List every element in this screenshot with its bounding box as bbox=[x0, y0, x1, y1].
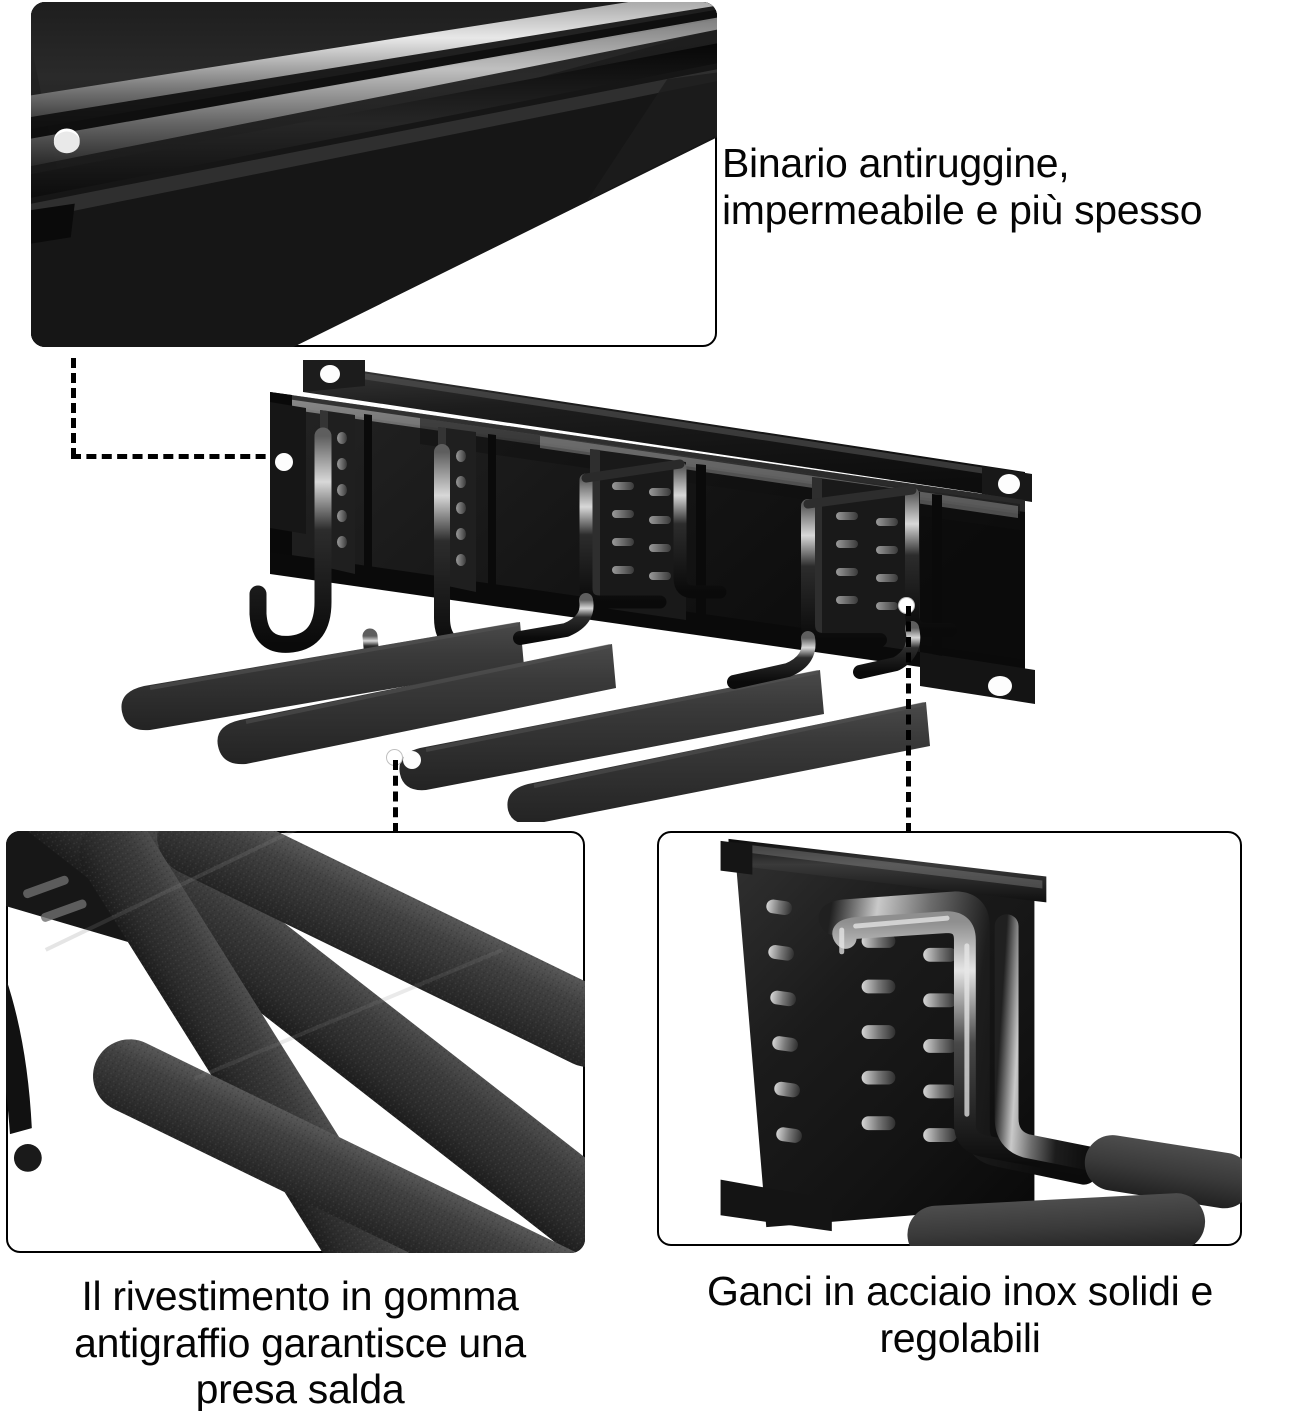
rubber-bar-cross-d bbox=[93, 1039, 585, 1253]
rubber-sleeve-end-upper bbox=[1084, 1135, 1242, 1209]
bracket-perforations-inner bbox=[861, 934, 957, 1143]
elbow-3 bbox=[513, 593, 594, 645]
caption-rail: Binario antiruggine, impermeabile e più … bbox=[722, 140, 1293, 233]
caption-rubber-line-1: Il rivestimento in gomma bbox=[81, 1273, 519, 1319]
hook-closeup-image bbox=[657, 831, 1242, 1246]
elbow-4 bbox=[727, 631, 816, 689]
hook-macro-illustration bbox=[720, 838, 1242, 1246]
rail-closeup-image bbox=[31, 2, 717, 347]
caption-rail-line-2: impermeabile e più spesso bbox=[722, 186, 1203, 233]
product-hero-image bbox=[120, 352, 1050, 822]
rail-macro-illustration bbox=[31, 2, 717, 347]
caption-rail-line-1: Binario antiruggine, bbox=[722, 140, 1070, 186]
tool-rack-illustration bbox=[121, 360, 1035, 822]
rubber-arm-4 bbox=[507, 702, 930, 822]
caption-hook-line-1: Ganci in acciaio inox solidi e bbox=[706, 1268, 1214, 1314]
leader-line-hook bbox=[906, 606, 911, 833]
caption-hook: Ganci in acciaio inox solidi e regolabil… bbox=[660, 1268, 1260, 1361]
rubber-coating-closeup-image bbox=[6, 831, 585, 1253]
caption-rubber-line-2: antigraffio garantisce una bbox=[74, 1319, 526, 1366]
caption-rubber: Il rivestimento in gomma antigraffio gar… bbox=[0, 1273, 600, 1411]
leader-line-rubber bbox=[393, 760, 398, 833]
j-hook-1 bbox=[249, 427, 332, 653]
hook-closeup-panel bbox=[657, 831, 1242, 1246]
rubber-macro-illustration bbox=[6, 831, 585, 1253]
caption-rubber-line-3: presa salda bbox=[195, 1366, 405, 1411]
leader-line-rail-vertical bbox=[71, 358, 76, 458]
rubber-arm-2 bbox=[217, 644, 616, 765]
rubber-sleeve-end-lower bbox=[907, 1193, 1206, 1246]
anchor-dot-rubber bbox=[386, 749, 403, 766]
rail-closeup-panel bbox=[31, 2, 717, 347]
leader-line-rail-horizontal bbox=[71, 454, 281, 459]
rubber-bar-cross-b bbox=[157, 831, 585, 1068]
u-hook-4-bridge bbox=[803, 485, 917, 509]
bracket-perforations-left bbox=[766, 899, 802, 1143]
rubber-arm-1 bbox=[121, 622, 524, 731]
u-hook-3-bridge bbox=[581, 459, 685, 483]
rubber-coating-closeup-panel bbox=[6, 831, 585, 1253]
caption-hook-line-2: regolabili bbox=[879, 1314, 1041, 1361]
stainless-hook-frame-inner bbox=[832, 911, 1090, 1175]
